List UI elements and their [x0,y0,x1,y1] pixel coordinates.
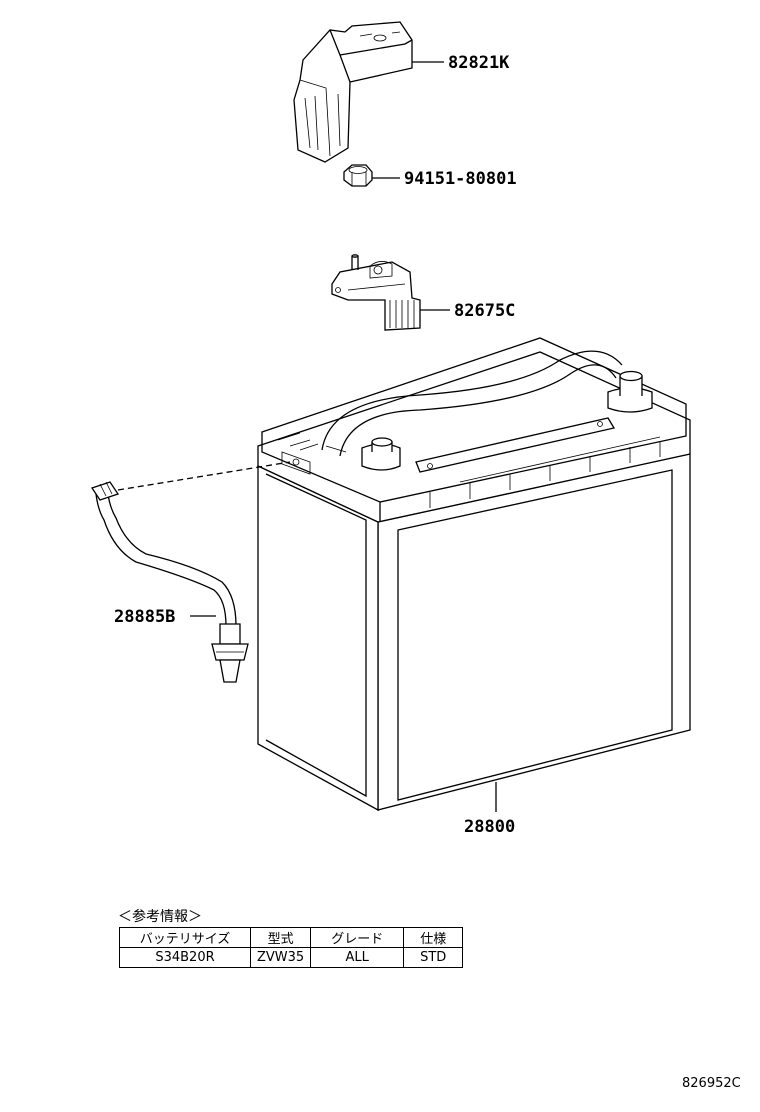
cell-battery-size: S34B20R [119,947,251,968]
header-battery-size: バッテリサイズ [119,927,251,948]
nut-illustration [343,164,373,187]
label-82675C: 82675C [454,301,515,321]
cell-model: ZVW35 [249,947,312,968]
cell-spec: STD [403,947,464,968]
diagram-code: 826952C [682,1076,741,1091]
label-82821K: 82821K [448,53,510,73]
label-94151-80801: 94151-80801 [404,169,517,189]
header-grade: グレード [310,927,405,948]
vent-hose-illustration [90,481,249,683]
reference-info-caption: ＜参考情報＞ [118,909,202,925]
hose-connection-dashline [117,461,291,491]
reference-info-table: バッテリサイズ 型式 グレード 仕様 S34B20R ZVW35 ALL STD [119,927,464,968]
header-model: 型式 [249,927,312,948]
table-header-row: バッテリサイズ 型式 グレード 仕様 [119,927,464,948]
label-28800: 28800 [464,817,515,837]
table-row: S34B20R ZVW35 ALL STD [119,947,464,968]
battery-illustration [257,337,691,812]
label-28885B: 28885B [114,607,175,627]
cell-grade: ALL [310,947,405,968]
header-spec: 仕様 [403,927,464,948]
bracket-illustration [331,254,421,331]
terminal-cover-illustration [293,21,413,163]
